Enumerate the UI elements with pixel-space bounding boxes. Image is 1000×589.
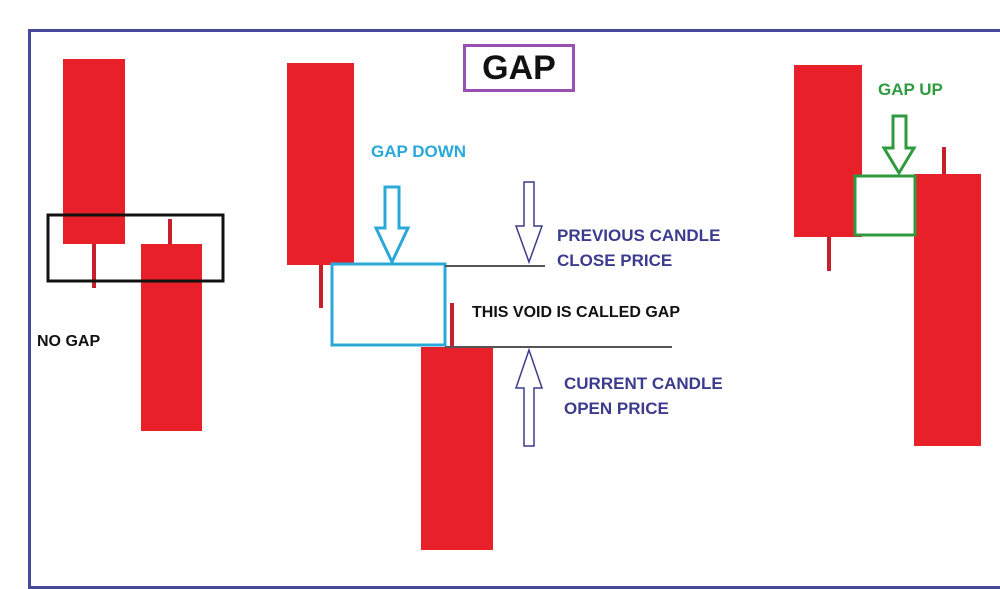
gap-up-label: GAP UP (878, 80, 943, 99)
gap-down-curr-candle-body (421, 347, 493, 550)
prev-close-label-line1: PREVIOUS CANDLE (557, 226, 721, 245)
void-label: THIS VOID IS CALLED GAP (472, 304, 681, 321)
gap-down-arrow-icon (373, 185, 411, 266)
gap-up-curr-candle-body (914, 174, 981, 446)
no-gap-example (46, 59, 225, 431)
page-title: GAP (482, 48, 556, 87)
gap-up-prev-candle-body (794, 65, 862, 237)
prev-close-arrow-icon (514, 181, 544, 265)
gap-down-example (287, 63, 672, 550)
prev-close-label-line2: CLOSE PRICE (557, 251, 673, 270)
title-box: GAP (463, 44, 575, 92)
gap-diagram (46, 59, 981, 550)
gap-down-label: GAP DOWN (371, 142, 467, 161)
gap-up-highlight-box (853, 174, 917, 237)
gap-down-highlight-box (330, 262, 447, 347)
curr-open-label-line1: CURRENT CANDLE (564, 374, 723, 393)
no-gap-prev-candle-body (63, 59, 125, 244)
curr-open-arrow-icon (514, 347, 544, 447)
curr-open-label-line2: OPEN PRICE (564, 399, 669, 418)
no-gap-highlight-box (46, 213, 225, 283)
gap-down-prev-candle-body (287, 63, 354, 265)
gap-up-arrow-icon (881, 114, 917, 176)
gap-up-example (794, 65, 981, 446)
no-gap-label: NO GAP (37, 333, 101, 350)
no-gap-curr-candle-body (141, 244, 202, 431)
